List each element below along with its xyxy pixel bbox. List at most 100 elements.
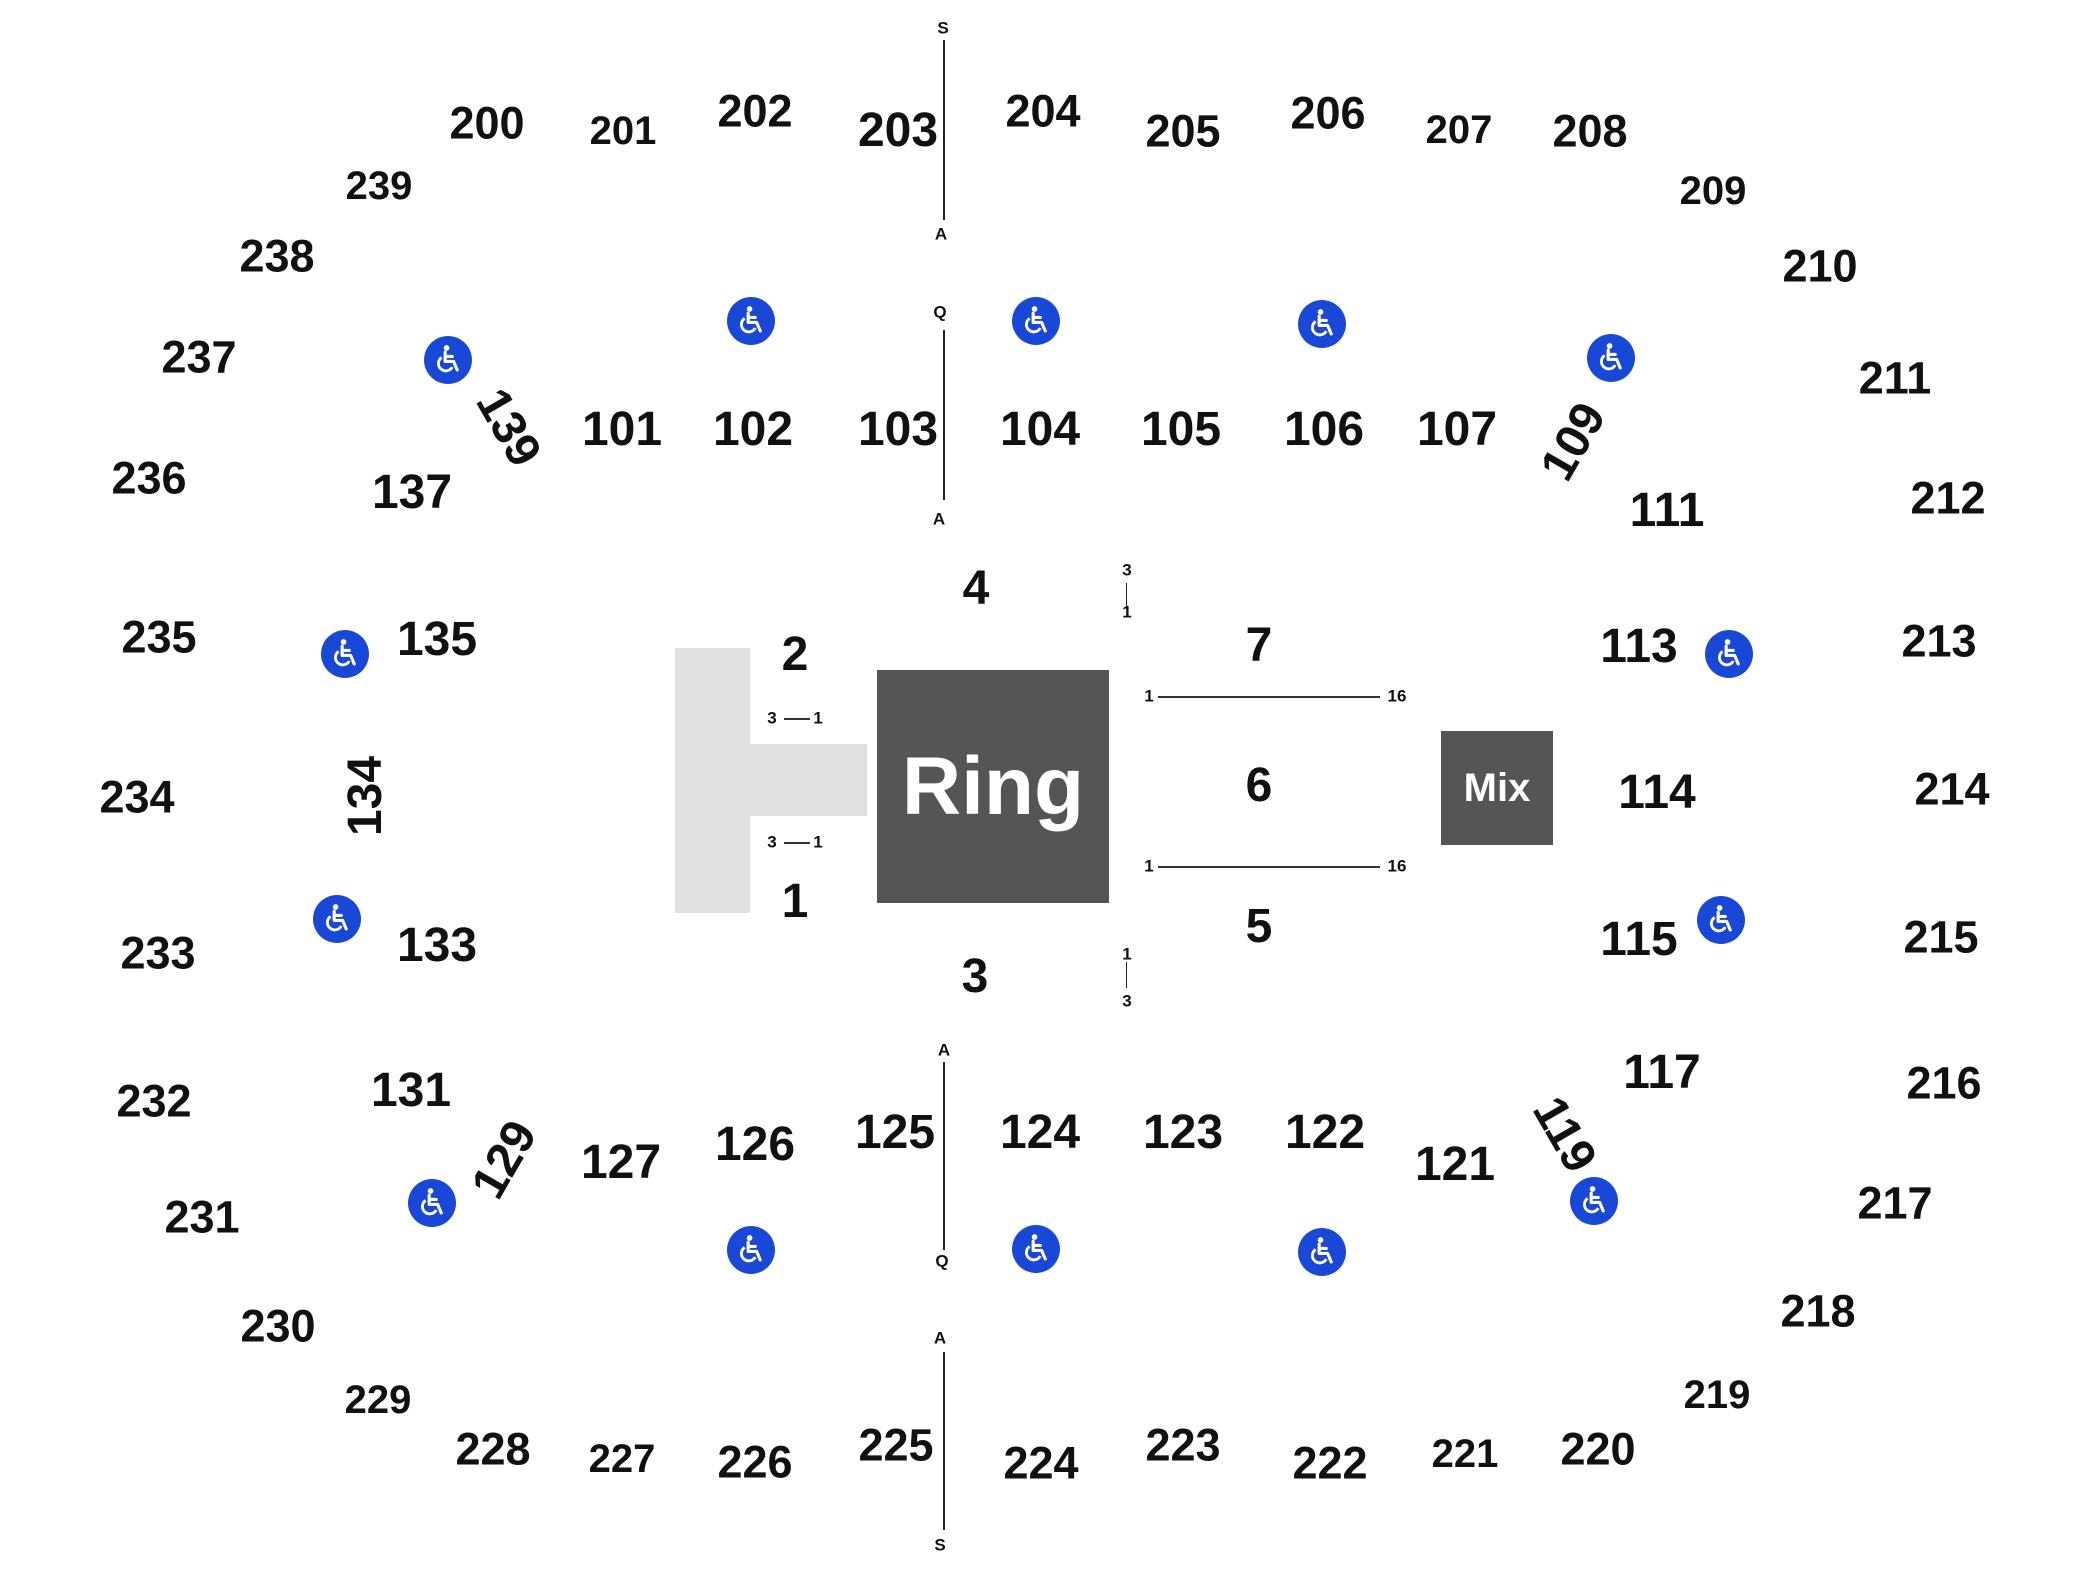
section-238[interactable]: 238	[239, 230, 315, 282]
section-218[interactable]: 218	[1780, 1285, 1856, 1337]
section-137[interactable]: 137	[371, 466, 453, 519]
section-227[interactable]: 227	[588, 1437, 656, 1481]
section-134[interactable]: 134	[339, 755, 392, 837]
row-label: 1	[1144, 856, 1154, 876]
section-125[interactable]: 125	[854, 1106, 936, 1159]
wheelchair-accessible-icon[interactable]	[727, 297, 775, 345]
section-219[interactable]: 219	[1683, 1373, 1751, 1417]
section-233[interactable]: 233	[120, 927, 196, 979]
section-139[interactable]: 139	[465, 379, 552, 476]
section-223[interactable]: 223	[1145, 1419, 1221, 1471]
section-224[interactable]: 224	[1003, 1437, 1079, 1489]
wheelchair-accessible-icon[interactable]	[1012, 1225, 1060, 1273]
section-111[interactable]: 111	[1629, 484, 1705, 537]
section-213[interactable]: 213	[1901, 615, 1977, 667]
wheelchair-accessible-icon[interactable]	[424, 336, 472, 384]
wheelchair-accessible-icon[interactable]	[1587, 334, 1635, 382]
section-127[interactable]: 127	[580, 1136, 662, 1189]
floor-section-4[interactable]: 4	[962, 562, 990, 615]
section-217[interactable]: 217	[1857, 1177, 1933, 1229]
wheelchair-glyph-icon	[334, 639, 356, 667]
section-222[interactable]: 222	[1292, 1437, 1368, 1489]
section-232[interactable]: 232	[116, 1075, 192, 1127]
section-207[interactable]: 207	[1425, 108, 1493, 152]
wheelchair-glyph-icon	[740, 306, 762, 334]
section-106[interactable]: 106	[1283, 403, 1365, 456]
section-200[interactable]: 200	[449, 97, 525, 149]
floor-section-1[interactable]: 1	[781, 875, 809, 928]
section-105[interactable]: 105	[1140, 403, 1222, 456]
section-107[interactable]: 107	[1416, 403, 1498, 456]
wheelchair-accessible-icon[interactable]	[1697, 896, 1745, 944]
section-204[interactable]: 204	[1005, 85, 1081, 137]
section-220[interactable]: 220	[1560, 1423, 1636, 1475]
section-239[interactable]: 239	[345, 164, 413, 208]
wheelchair-accessible-icon[interactable]	[727, 1226, 775, 1274]
section-109[interactable]: 109	[1530, 393, 1617, 490]
section-121[interactable]: 121	[1414, 1138, 1496, 1191]
section-205[interactable]: 205	[1145, 105, 1221, 157]
section-135[interactable]: 135	[396, 613, 478, 666]
section-226[interactable]: 226	[717, 1436, 793, 1488]
section-228[interactable]: 228	[455, 1423, 531, 1475]
section-215[interactable]: 215	[1903, 911, 1979, 963]
section-103[interactable]: 103	[857, 403, 939, 456]
section-122[interactable]: 122	[1284, 1106, 1366, 1159]
section-206[interactable]: 206	[1290, 87, 1366, 139]
row-label: 1	[1122, 944, 1132, 964]
section-231[interactable]: 231	[164, 1191, 240, 1243]
section-131[interactable]: 131	[370, 1064, 452, 1117]
section-237[interactable]: 237	[161, 331, 237, 383]
section-119[interactable]: 119	[1522, 1087, 1607, 1182]
section-133[interactable]: 133	[396, 919, 478, 972]
wheelchair-accessible-icon[interactable]	[1298, 300, 1346, 348]
section-230[interactable]: 230	[240, 1300, 316, 1352]
section-229[interactable]: 229	[344, 1378, 412, 1422]
section-211[interactable]: 211	[1858, 352, 1932, 404]
section-113[interactable]: 113	[1600, 620, 1678, 673]
section-129[interactable]: 129	[461, 1111, 548, 1208]
section-236[interactable]: 236	[111, 452, 187, 504]
section-216[interactable]: 216	[1906, 1057, 1982, 1109]
floor-section-6[interactable]: 6	[1245, 759, 1273, 812]
section-225[interactable]: 225	[858, 1419, 934, 1471]
section-234[interactable]: 234	[99, 771, 175, 823]
row-label: A	[933, 1328, 947, 1348]
wheelchair-glyph-icon	[437, 345, 459, 373]
section-212[interactable]: 212	[1910, 472, 1986, 524]
section-115[interactable]: 115	[1600, 913, 1678, 966]
section-235[interactable]: 235	[121, 611, 197, 663]
wheelchair-accessible-icon[interactable]	[408, 1179, 456, 1227]
wheelchair-accessible-icon[interactable]	[1298, 1228, 1346, 1276]
floor-section-5[interactable]: 5	[1245, 900, 1273, 953]
floor-section-7[interactable]: 7	[1245, 619, 1273, 672]
row-label: A	[934, 224, 948, 244]
wheelchair-accessible-icon[interactable]	[321, 630, 369, 678]
section-102[interactable]: 102	[712, 403, 794, 456]
section-101[interactable]: 101	[581, 403, 663, 456]
section-114[interactable]: 114	[1618, 766, 1696, 819]
section-214[interactable]: 214	[1914, 763, 1990, 815]
wheelchair-accessible-icon[interactable]	[1705, 630, 1753, 678]
floor-section-2[interactable]: 2	[781, 628, 809, 681]
section-202[interactable]: 202	[717, 85, 793, 137]
section-117[interactable]: 117	[1623, 1046, 1701, 1099]
section-221[interactable]: 221	[1431, 1432, 1499, 1476]
section-124[interactable]: 124	[999, 1106, 1081, 1159]
wheelchair-accessible-icon[interactable]	[313, 895, 361, 943]
section-208[interactable]: 208	[1552, 105, 1628, 157]
section-209[interactable]: 209	[1679, 169, 1747, 213]
section-104[interactable]: 104	[999, 403, 1081, 456]
section-123[interactable]: 123	[1142, 1106, 1224, 1159]
wheelchair-glyph-icon	[1718, 639, 1740, 667]
row-label: 1	[1122, 602, 1132, 622]
section-203[interactable]: 203	[857, 104, 939, 157]
section-201[interactable]: 201	[589, 109, 657, 153]
floor-section-3[interactable]: 3	[961, 950, 989, 1003]
wheelchair-accessible-icon[interactable]	[1570, 1177, 1618, 1225]
wheelchair-accessible-icon[interactable]	[1012, 297, 1060, 345]
section-126[interactable]: 126	[714, 1118, 796, 1171]
row-label: A	[937, 1040, 951, 1060]
section-210[interactable]: 210	[1782, 240, 1858, 292]
